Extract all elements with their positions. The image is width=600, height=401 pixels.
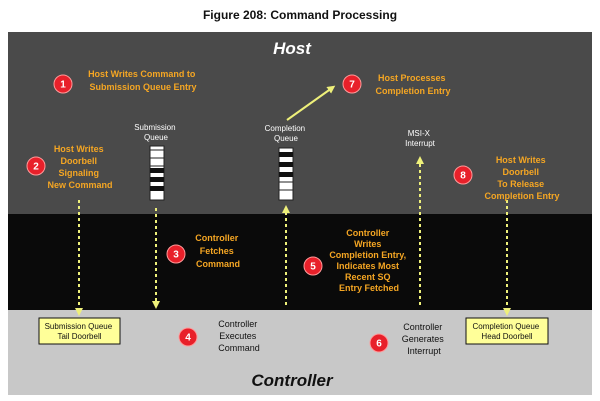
- step-badge: [303, 256, 323, 276]
- svg-text:Controller Executes: Controller Executes Command: [218, 319, 260, 353]
- figure-title: Figure 208: Command Processing: [202, 8, 398, 22]
- svg-text:Host Writes Doorbell: Host Writes Doorbell Signaling New Comma…: [47, 144, 112, 190]
- step-6: 6 Controller Generates Interrupt: [369, 322, 447, 356]
- step-2: 2 Host Writes Doorbell Signaling New Com…: [26, 144, 113, 190]
- msix-interrupt-label: MSI-X Interrupt: [405, 129, 436, 148]
- controller-label: Controller: [251, 371, 334, 390]
- svg-text:7: 7: [349, 80, 355, 91]
- svg-text:5: 5: [310, 262, 316, 273]
- completion-queue-icon: [278, 147, 294, 201]
- step-1: 1 Host Writes Command to Submission Queu…: [53, 69, 198, 94]
- step-badge: [26, 156, 46, 176]
- step-badge: [453, 165, 473, 185]
- host-region: [8, 32, 592, 214]
- svg-text:Host Writes Command to S: Host Writes Command to Submission Queue …: [88, 69, 198, 92]
- step-8: 8 Host Writes Doorbell To Release Comple…: [453, 155, 560, 201]
- svg-text:Completion Queue Head Do: Completion Queue Head Doorbell: [473, 322, 542, 341]
- step-badge: [53, 74, 73, 94]
- svg-text:Controller Fetches: Controller Fetches Command: [195, 233, 241, 269]
- step-5: 5 Controller Writes Completion Entry, In…: [303, 228, 408, 293]
- svg-text:Submission Queue Tail Do: Submission Queue Tail Doorbell: [45, 322, 115, 341]
- step-badge: [369, 333, 389, 353]
- svg-text:8: 8: [460, 171, 466, 182]
- sq-tail-doorbell: Submission Queue Tail Doorbell: [38, 317, 121, 345]
- submission-queue-icon: [149, 145, 165, 201]
- svg-text:4: 4: [185, 333, 191, 344]
- submission-queue-label: Submission Queue: [134, 123, 178, 142]
- svg-text:Controller Generates: Controller Generates Interrupt: [402, 322, 447, 356]
- svg-text:2: 2: [33, 162, 39, 173]
- step-badge: [166, 244, 186, 264]
- step-3: 3 Controller Fetches Command: [166, 233, 241, 269]
- svg-text:3: 3: [173, 250, 179, 261]
- completion-queue-label: Completion Queue: [265, 124, 308, 143]
- svg-text:Controller Writes: Controller Writes Completion Entry, Indi…: [329, 228, 408, 293]
- step-badge: [342, 74, 362, 94]
- step-7: 7 Host Processes Completion Entry: [342, 73, 451, 96]
- svg-text:6: 6: [376, 339, 382, 350]
- cq-head-doorbell: Completion Queue Head Doorbell: [465, 317, 549, 345]
- step-4: 4 Controller Executes Command: [178, 319, 260, 353]
- host-process-arrow: [286, 85, 336, 121]
- interface-region: [8, 214, 592, 310]
- svg-text:Host Processes Completio: Host Processes Completion Entry: [375, 73, 450, 96]
- step-badge: [178, 327, 198, 347]
- svg-text:1: 1: [60, 80, 66, 91]
- svg-text:Host Writes Doorbell: Host Writes Doorbell To Release Completi…: [484, 155, 559, 201]
- host-label: Host: [273, 39, 312, 58]
